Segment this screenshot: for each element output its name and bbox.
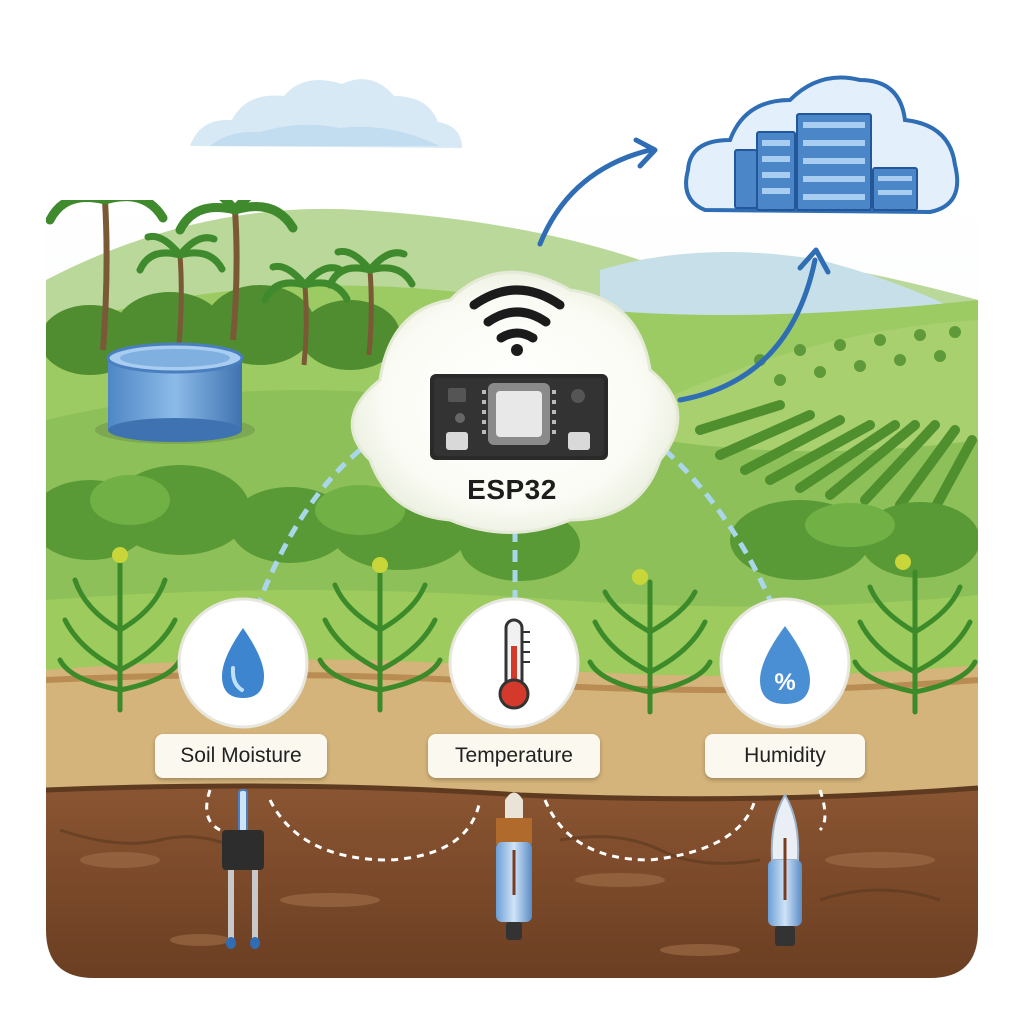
soil-moisture-sensor-badge [177, 597, 309, 729]
esp32-hub[interactable] [350, 270, 680, 534]
sky-cloud [190, 79, 462, 148]
humidity-label: Humidity [705, 734, 865, 778]
thermometer-icon [498, 618, 530, 710]
humidity-percent-drop-icon: % [760, 626, 810, 704]
probe-links [205, 789, 827, 862]
humidity-probe [768, 793, 802, 946]
upload-arrows [537, 137, 831, 403]
esp32-board-icon [430, 374, 608, 460]
temperature-probe [496, 792, 532, 940]
humidity-percent-symbol: % [774, 669, 795, 696]
soil-moisture-label: Soil Moisture [155, 734, 327, 778]
crop-rows [695, 400, 977, 513]
temperature-sensor-badge [448, 597, 580, 729]
water-tank [95, 342, 255, 444]
esp32-label: ESP32 [467, 474, 557, 505]
water-drop-icon [222, 628, 264, 698]
wifi-icon [469, 285, 565, 356]
temperature-label: Temperature [428, 734, 600, 778]
humidity-sensor-badge: % [719, 597, 851, 729]
wireless-links [257, 448, 773, 602]
soil-moisture-probe [222, 789, 264, 949]
server-cloud-icon [684, 75, 960, 215]
plants [57, 547, 978, 715]
palm-trees [46, 200, 416, 366]
